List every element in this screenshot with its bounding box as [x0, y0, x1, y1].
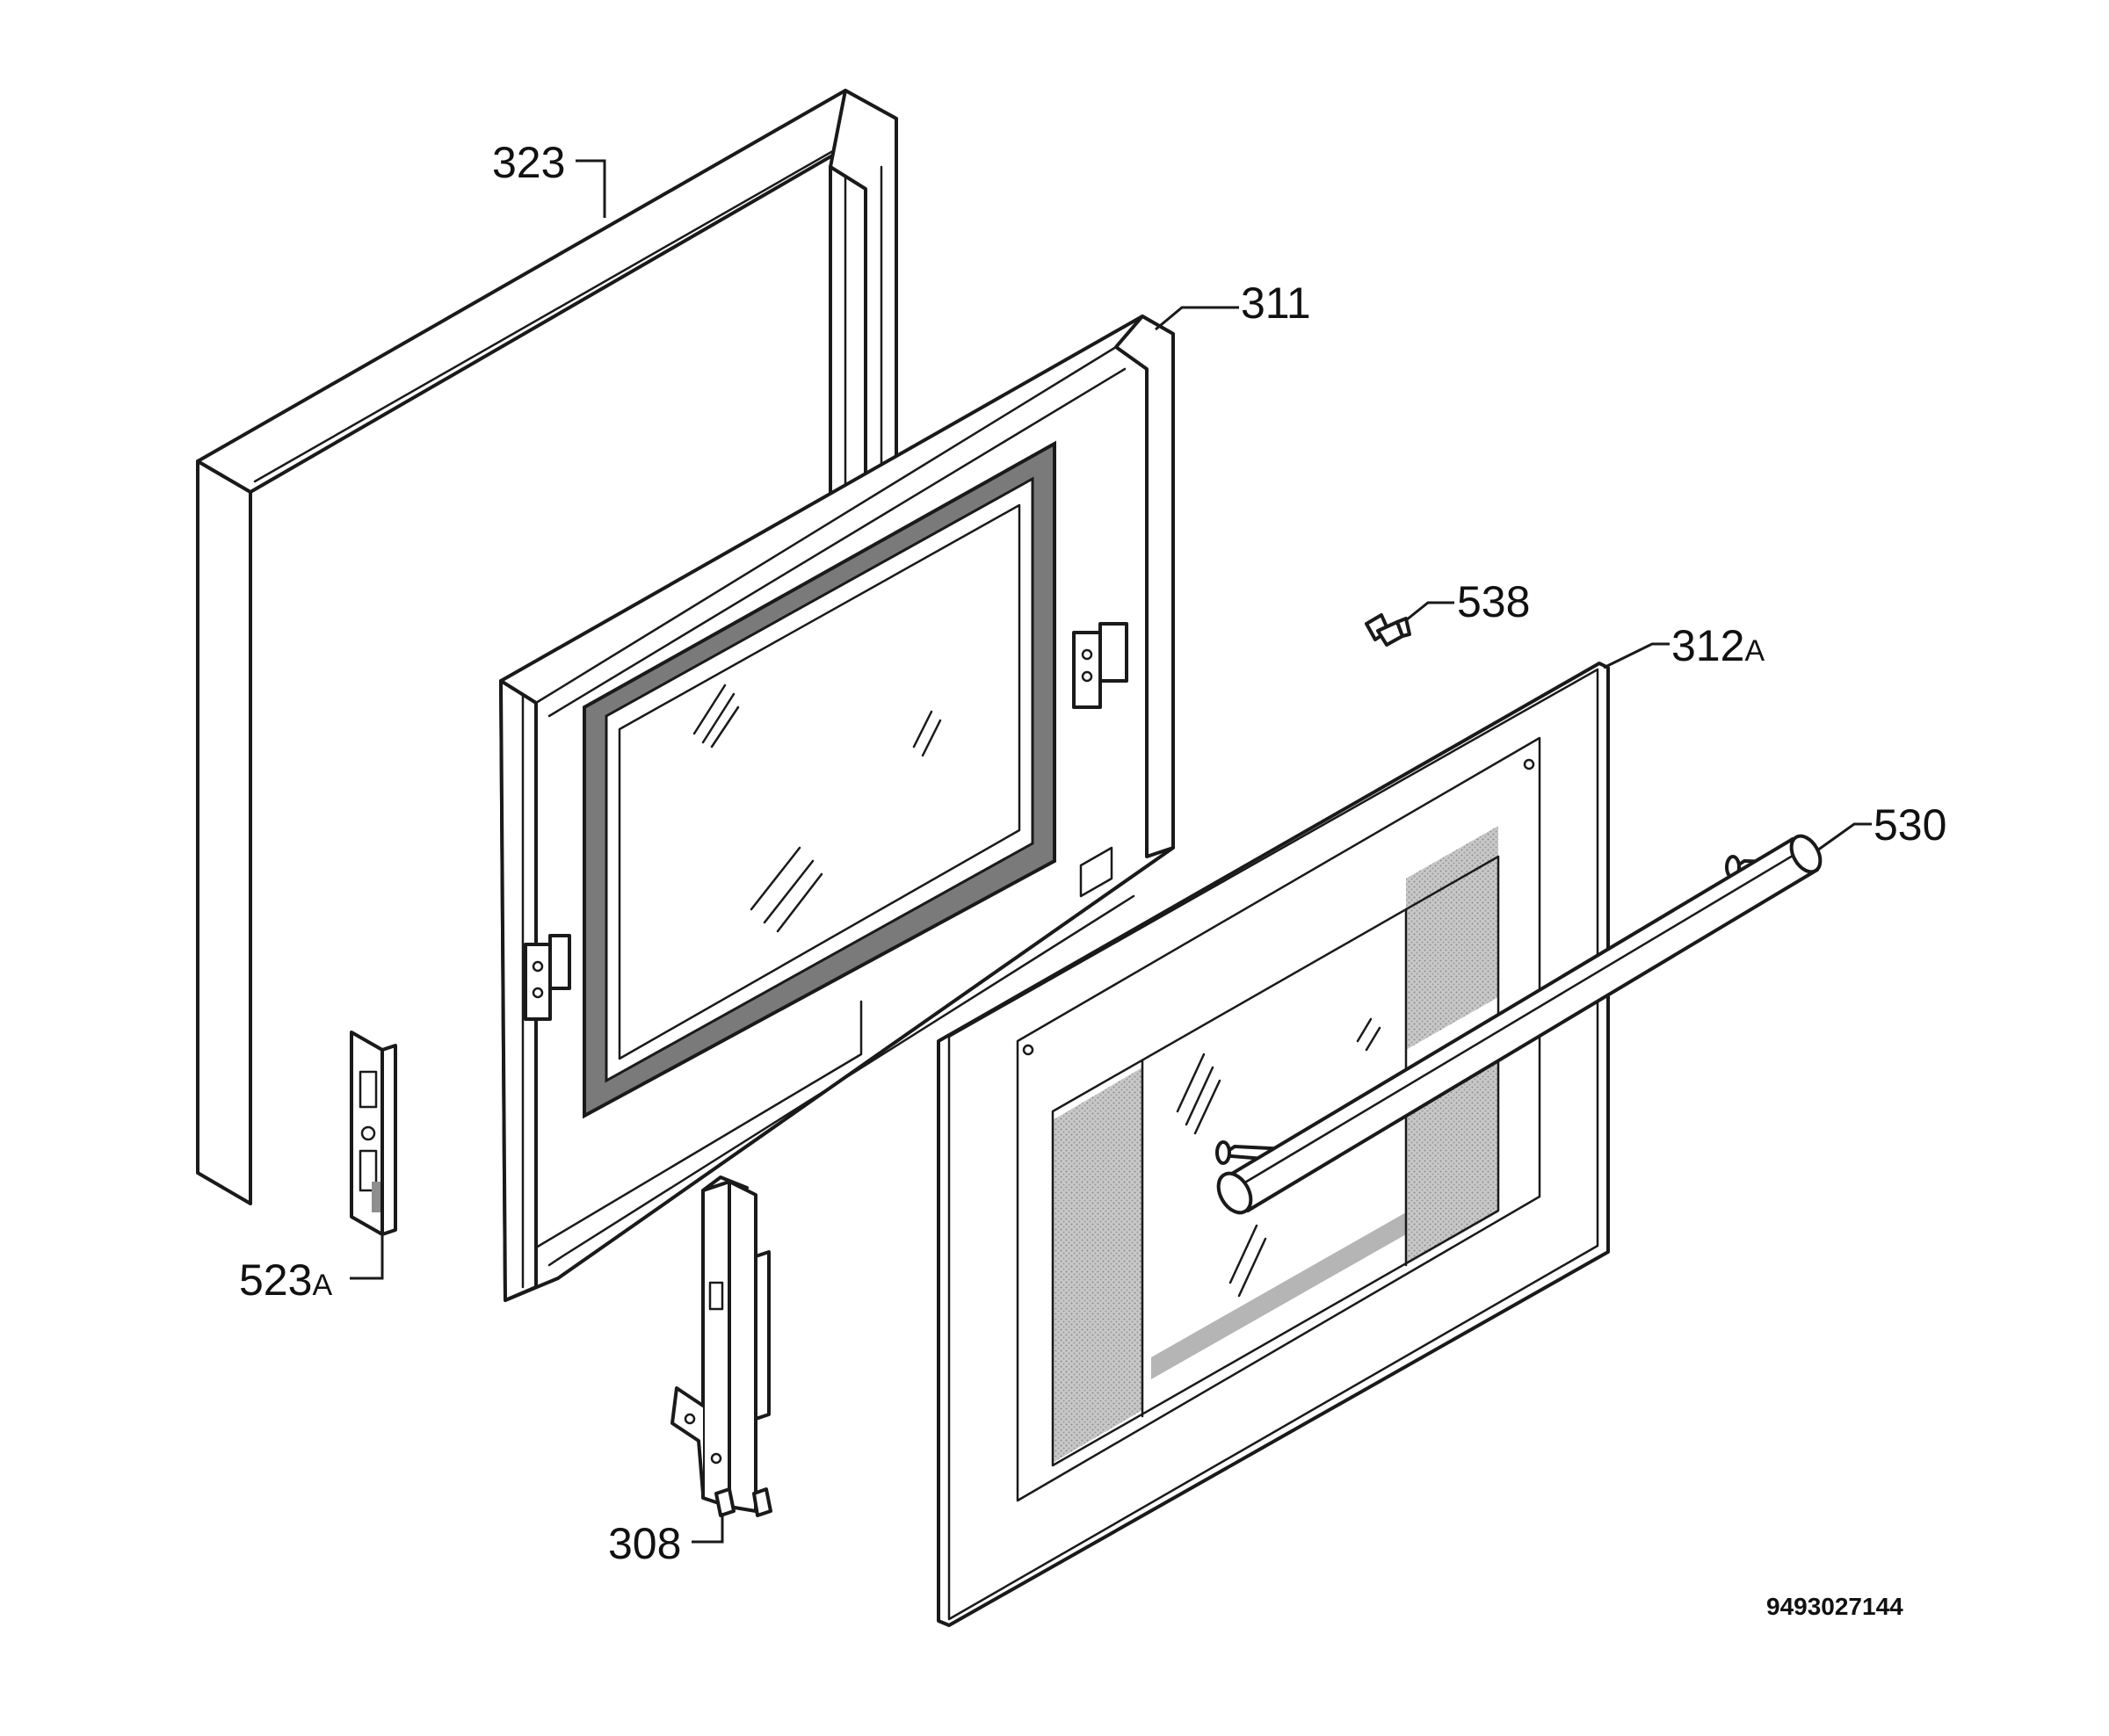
callout-308: 308: [608, 1519, 681, 1568]
leader-538: [1405, 601, 1454, 622]
leader-523a: [350, 1234, 384, 1280]
inner-door-part-311: [499, 315, 1175, 1302]
handle-part-530: [1215, 834, 1823, 1215]
leader-lines: [350, 159, 1872, 1544]
glass-reflection-marks: [692, 684, 942, 933]
drawing-number: 9493027144: [1766, 1593, 1903, 1620]
door-hinge-bracket-lower: [524, 934, 571, 1021]
screw-part-538: [1365, 613, 1411, 647]
leader-323: [576, 159, 606, 218]
callout-311: 311: [1241, 278, 1311, 328]
door-hinge-bracket-upper: [1072, 622, 1128, 709]
callout-labels: 323 311 538 312A 530 523A 308 9493027144: [239, 138, 1946, 1620]
callout-530: 530: [1873, 800, 1946, 850]
callout-523a: 523A: [239, 1255, 332, 1305]
hinge-part-308: [670, 1175, 772, 1517]
latch-part-523a: [350, 1031, 397, 1236]
callout-323: 323: [492, 138, 565, 187]
leader-311: [1155, 306, 1239, 331]
outer-panel-part-312a: [937, 662, 1610, 1627]
callout-538: 538: [1457, 577, 1530, 626]
leader-312a: [1603, 642, 1670, 669]
leader-530: [1816, 822, 1872, 852]
callout-312a: 312A: [1671, 621, 1765, 670]
leader-308: [692, 1513, 724, 1544]
